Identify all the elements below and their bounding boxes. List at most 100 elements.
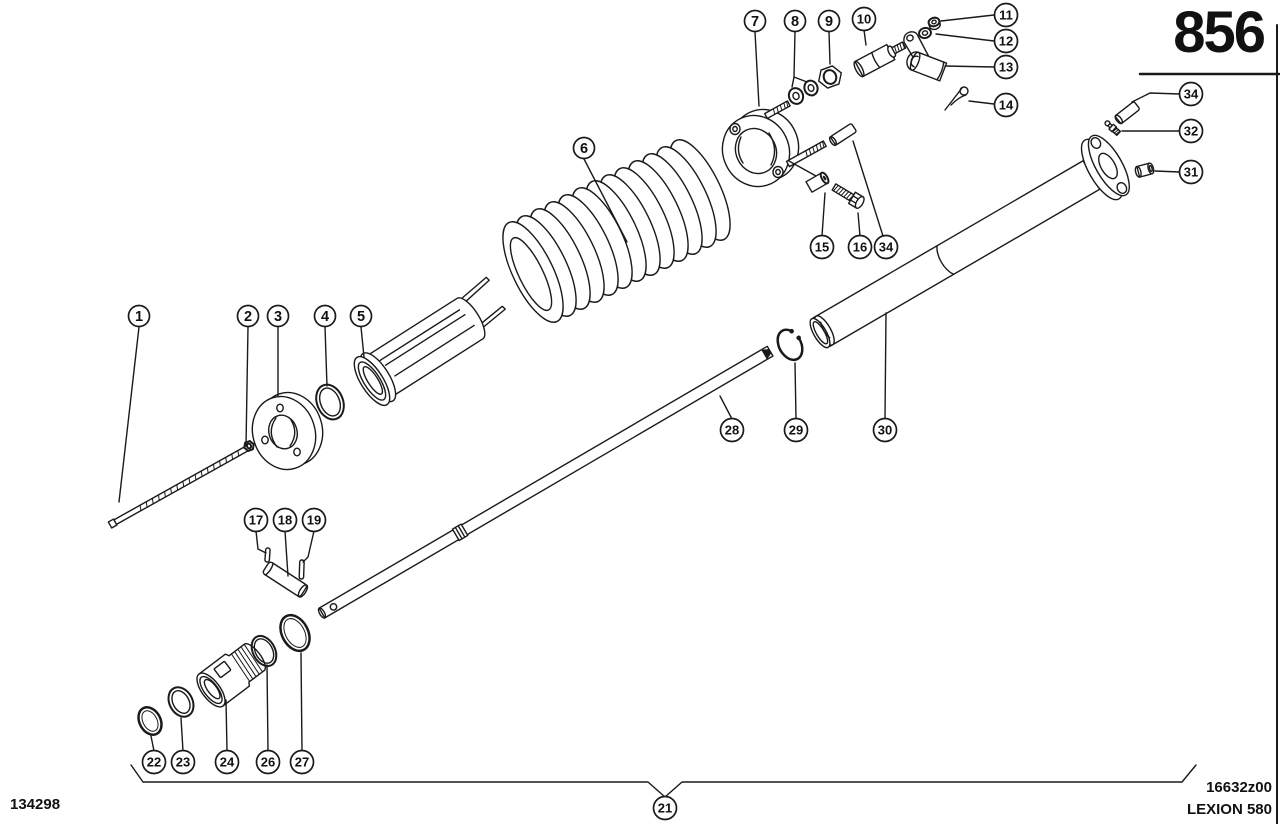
callout-23: 23 xyxy=(170,749,196,775)
callout-number: 8 xyxy=(791,14,799,30)
callout-number: 3 xyxy=(274,309,282,325)
leader-line-19 xyxy=(302,530,315,563)
part-12-washer xyxy=(918,26,932,40)
leader-line-2 xyxy=(245,326,249,447)
leader-line-17 xyxy=(255,530,267,554)
callout-number: 34 xyxy=(879,240,894,255)
page-number: 856 xyxy=(1173,0,1266,65)
callout-11: 11 xyxy=(993,2,1019,28)
callout-number: 29 xyxy=(789,423,803,438)
part-26-o-ring xyxy=(250,634,278,668)
callout-number: 9 xyxy=(825,14,833,30)
leader-line-1 xyxy=(118,326,140,503)
leader-line-7 xyxy=(754,31,760,107)
callout-number: 21 xyxy=(658,801,672,816)
callout-number: 16 xyxy=(853,240,867,255)
part-30-outer-tube xyxy=(809,134,1130,349)
leader-line-4 xyxy=(324,326,328,387)
part-17-pin xyxy=(264,547,271,563)
callout-24: 24 xyxy=(214,749,240,775)
leader-line-9 xyxy=(828,31,831,65)
part-10-adjuster-fitting xyxy=(853,41,907,78)
group-bracket-21 xyxy=(130,764,1197,798)
part-11-lock-nut xyxy=(927,16,941,31)
leader-line-8 xyxy=(793,76,808,83)
callout-number: 17 xyxy=(249,513,263,528)
callout-21: 21 xyxy=(652,795,678,821)
leader-line-8 xyxy=(791,31,796,88)
callout-number: 32 xyxy=(1184,124,1198,139)
callout-15: 15 xyxy=(809,234,835,260)
part-29-snap-ring xyxy=(776,328,804,362)
part-14-cotter-pin xyxy=(944,86,969,111)
callout-number: 4 xyxy=(321,309,329,325)
part-5-guide-sleeve xyxy=(353,276,506,407)
callout-17: 17 xyxy=(243,507,269,533)
part-34-roll-pin-right xyxy=(1114,101,1140,125)
leader-line-34 xyxy=(1131,92,1181,103)
part-16-hex-bolt xyxy=(831,183,865,209)
leader-line-5 xyxy=(360,326,365,358)
leader-line-26 xyxy=(266,664,269,752)
leader-line-24 xyxy=(225,699,228,752)
callout-18: 18 xyxy=(272,507,298,533)
callout-number: 11 xyxy=(999,8,1013,23)
callout-10: 10 xyxy=(851,6,877,32)
callout-22: 22 xyxy=(141,749,167,775)
part-9-hex-nut xyxy=(818,65,842,89)
callout-number: 15 xyxy=(815,240,829,255)
callout-27: 27 xyxy=(289,749,315,775)
callout-number: 27 xyxy=(295,755,309,770)
callout-34: 34 xyxy=(873,234,899,260)
callout-14: 14 xyxy=(993,92,1019,118)
part-27-o-ring xyxy=(279,613,311,653)
part-4-o-ring xyxy=(315,383,345,421)
callout-1: 1 xyxy=(127,304,151,328)
callout-number: 31 xyxy=(1184,165,1198,180)
leader-line-16 xyxy=(857,212,861,237)
callout-26: 26 xyxy=(255,749,281,775)
part-22-seal-ring xyxy=(137,706,163,736)
callout-13: 13 xyxy=(993,54,1019,80)
callout-31: 31 xyxy=(1178,159,1204,185)
leader-line-31 xyxy=(1154,170,1181,173)
callout-number: 13 xyxy=(999,60,1013,75)
callout-7: 7 xyxy=(743,9,767,33)
drawing-number: 16632z00 xyxy=(1206,779,1272,796)
part-15-bushing xyxy=(805,171,830,193)
callout-12: 12 xyxy=(993,28,1019,54)
callout-19: 19 xyxy=(301,507,327,533)
leader-line-30 xyxy=(884,312,887,420)
leader-line-15 xyxy=(821,192,826,237)
callout-6: 6 xyxy=(572,136,596,160)
callout-number: 34 xyxy=(1184,87,1199,102)
leader-line-34 xyxy=(852,140,884,237)
part-23-ring xyxy=(167,686,195,718)
part-19-pin xyxy=(298,559,305,580)
callout-number: 7 xyxy=(751,14,759,30)
callout-8: 8 xyxy=(783,9,807,33)
callout-29: 29 xyxy=(783,417,809,443)
leader-line-18 xyxy=(284,530,289,577)
callout-number: 28 xyxy=(725,423,739,438)
part-18-clevis-pin xyxy=(262,561,309,598)
part-6-compression-spring xyxy=(502,139,731,323)
part-31-bushing xyxy=(1134,162,1155,178)
callout-32: 32 xyxy=(1178,118,1204,144)
callout-number: 30 xyxy=(878,423,892,438)
part-3-retaining-flange xyxy=(251,391,324,471)
leader-line-27 xyxy=(300,652,303,752)
leader-line-13 xyxy=(944,65,995,68)
callout-2: 2 xyxy=(236,304,260,328)
callout-number: 23 xyxy=(176,755,190,770)
callout-3: 3 xyxy=(266,304,290,328)
part-13-clamp-lever xyxy=(903,31,948,82)
callout-number: 14 xyxy=(999,98,1014,113)
document-number: 134298 xyxy=(10,796,61,813)
leader-line-23 xyxy=(180,717,184,752)
callout-number: 2 xyxy=(244,309,252,325)
callout-number: 19 xyxy=(307,513,321,528)
callout-4: 4 xyxy=(313,304,337,328)
part-8-washers xyxy=(787,79,819,105)
callout-number: 6 xyxy=(580,141,588,157)
